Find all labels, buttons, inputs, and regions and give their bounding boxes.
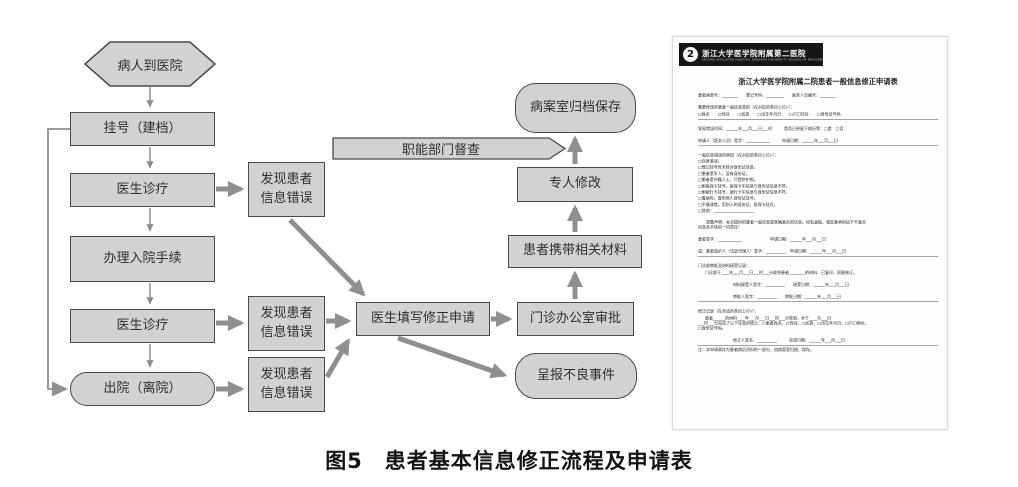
form-row-note: 注：本申请表作为患者病历资料的一部分，由病案室扫描、保存。 [698,347,814,352]
form-reason-item: □刷银行卡挂号，银行卡中信息与身份证信息不符。 [698,190,790,195]
form-reason-item: □自身笔误。 [698,159,722,164]
form-row-receiver-sign: 材料接受人签字：__________ 接受日期：______年___月___日 [733,282,849,287]
form-row-category-header: 需要修改的患者一般信息类别（在对应的条目上打√）： [698,105,795,110]
form-reason-item: □看病时，冒用他人身份证挂号。 [698,196,758,201]
form-title: 浙江大学医学院附属二院患者一般信息修正申请表 [738,78,898,86]
flow-node-error1: 发现患者信息错误 [248,162,325,217]
flow-node-start: 病人到医院 [117,58,183,74]
figure-caption: 图5 患者基本信息修正流程及申请表 [325,449,693,473]
form-reason-item: □不慎改错，用别人的身份证、医保卡挂号。 [698,202,778,207]
form-row-patient-sign: 患者签字：____________ 申请日期：______年___月___日 [698,236,826,242]
form-row-correction-line2: ___时___分完成了以下信息的修正：□患者姓名、□性别、□民族、□出生年月日、… [698,320,869,326]
flow-node-materials: 患者携带相关材料 [508,235,642,268]
hospital-name-english: SECOND AFFILIATED HOSPITAL ZHEJIANG UNIV… [702,58,824,62]
flow-node-doctor1: 医生诊疗 [70,173,215,207]
form-row-applicant-sign: 申请人（医务人员）签字：____________ 申请日期：______年___… [698,139,938,146]
flow-node-modify: 专人修改 [517,167,633,202]
flow-node-doctor2: 医生诊疗 [70,309,215,343]
form-row-office-receive: 门诊部于____年___月___日___时___分收到患者________的材料… [705,270,857,275]
form-row-corrector-sign: 修正人签名：__________ 完成日期：______年___月___日 [698,338,938,346]
form-row-approver-sign: 审批人签字：__________ 审批日期：______年___月___日 [698,294,938,302]
flow-node-register: 挂号（建档） [70,112,215,146]
form-row-ids: 患者病案号：________ 登记号码：_________ 医务人员编号：___… [698,93,836,98]
flow-node-apply: 医生填写修正申请 [356,302,490,336]
application-form-page: 2 浙江大学医学院附属第二医院 SECOND AFFILIATED HOSPIT… [672,36,948,430]
register-to-discharge-feedback-line [47,128,70,390]
form-reason-item: □其他：____________________ [698,208,754,214]
form-row-correction-header: 修正记录（在合适的条目上打√）： [698,308,759,314]
form-declaration-line2: 信息及手续的一切责任！ [698,224,742,230]
flow-node-error3: 发现患者信息错误 [248,357,325,412]
hospital-logo-icon: 2 [683,47,698,62]
hospital-banner: 2 浙江大学医学院附属第二医院 SECOND AFFILIATED HOSPIT… [679,43,823,66]
form-row-category-checkboxes: □姓名 □性别 □民族 □出生年月日 □户口住址 □身份证号码 [698,112,938,120]
flow-node-admission: 办理入院手续 [70,236,215,282]
form-reason-item: □登记挂号时未核对身份证信息。 [698,165,758,170]
form-declaration-line1: 郑重声明：本次提供的患者一般信息是准确真实的信息。如有虚假，我愿意承担由于不真实 [698,219,866,225]
flow-node-report: 呈报不良事件 [515,353,637,399]
feedback-arrowhead [52,381,68,397]
hospital-name: 浙江大学医学院附属第二医院 [702,48,807,58]
form-row-reason-header: 一般信息错误的原因（在对应的条目上打√）： [698,153,779,158]
form-row-office-header: 门诊部审批及材料接受记录： [698,263,750,268]
form-row-correction-line1: 患者______的材料____年___月___日___时___分收到，并于___… [705,315,831,321]
flow-node-approve: 门诊办公室审批 [517,302,634,336]
flow-banner-supervision: 职能部门督查 [401,143,480,158]
hospital-banner-text: 浙江大学医学院附属第二医院 SECOND AFFILIATED HOSPITAL… [702,48,824,62]
flow-node-error2: 发现患者信息错误 [248,296,325,351]
flow-node-discharge: 出院（离院） [70,372,215,406]
form-row-correction-line3: □身份证号码。 [698,325,726,331]
form-reason-item: □患者是外籍人士，只提供护照。 [698,177,758,183]
flow-node-archive: 病案室归档保存 [515,83,636,133]
form-row-found-time: 发现错误时间：______年___月___日___时 是否已经留下病历等：□是 … [698,126,844,132]
form-row-guardian-sign: 或：患者监护人（法定代理人）签字：__________ 申请日期：______年… [698,249,938,257]
form-body: 浙江大学医学院附属二院患者一般信息修正申请表 患者病案号：________ 登记… [673,67,949,431]
form-reason-item: □刷医保卡挂号，医保卡中信息与身份证信息不符。 [698,183,790,189]
form-reason-item: □患者是军人，没有身份证。 [698,171,750,176]
